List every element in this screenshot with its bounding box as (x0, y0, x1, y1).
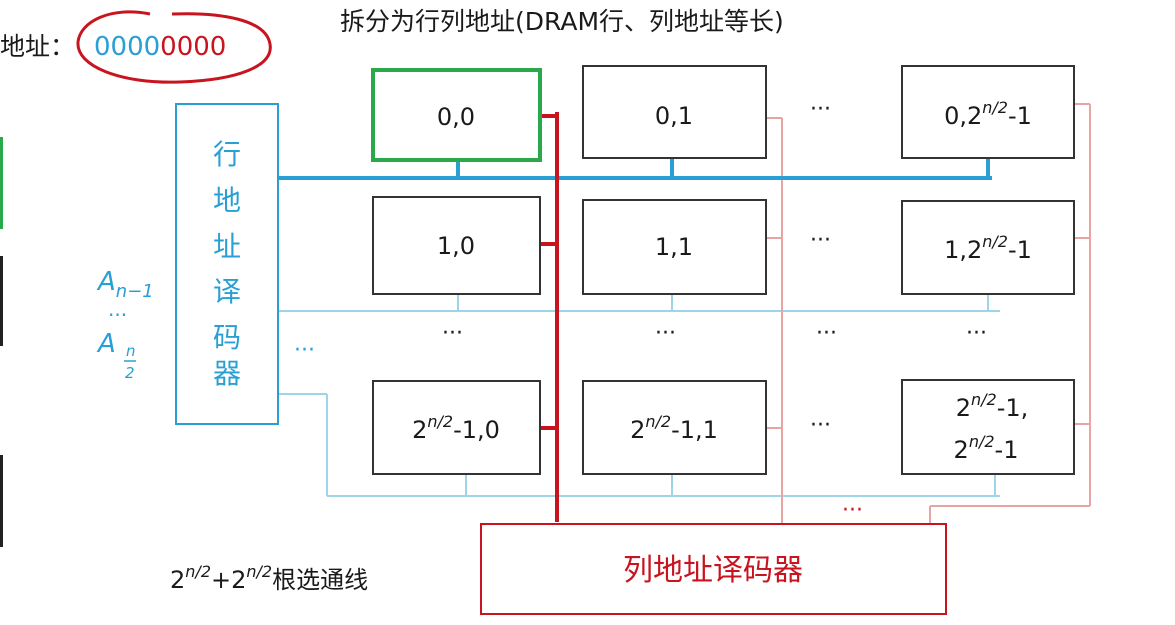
cell-0-1-label: 0,1 (655, 102, 693, 130)
svg-text:址: 址 (213, 230, 241, 263)
cell-1-0-label: 1,0 (437, 232, 475, 260)
col-address-bits: 0000 (160, 32, 226, 62)
cell-0-0-label: 0,0 (437, 103, 475, 131)
selected-column-line (540, 112, 559, 522)
cell-last-last-line1: 2n/2-1, (956, 390, 1029, 422)
svg-text:···: ··· (108, 303, 127, 327)
cell-1-0 (372, 196, 541, 295)
thin-row-lines (278, 294, 1000, 497)
cell-0-1 (582, 65, 767, 159)
left-edge-dark-bar-2 (0, 455, 3, 547)
svg-text:A: A (96, 329, 116, 359)
svg-text:行: 行 (213, 138, 241, 171)
cell-last-1 (582, 380, 767, 475)
cell-1-last-label: 1,2n/2-1 (944, 232, 1032, 264)
svg-text:···: ··· (655, 321, 676, 346)
row-address-bits: 0000 (94, 32, 160, 62)
column-decoder-label: 列地址译码器 (623, 553, 803, 588)
row-dots-blue: ··· (294, 338, 315, 363)
selected-row-line (278, 158, 992, 180)
cell-last-0-label: 2n/2-1,0 (412, 412, 500, 444)
address-label: 地址： (0, 32, 75, 61)
cell-0-0 (371, 68, 542, 162)
row-address-decoder (175, 103, 279, 425)
cell-last-last (901, 379, 1075, 475)
left-edge-dark-bar-1 (0, 256, 3, 346)
svg-text:···: ··· (442, 321, 463, 346)
cell-1-1 (582, 199, 767, 295)
row-address-input-label: An−1 ··· A n 2 (96, 267, 154, 382)
svg-text:n: n (126, 342, 136, 360)
middle-dots-row: ··· ··· ··· ··· (442, 321, 987, 346)
address-bits: 00000000 (94, 32, 226, 62)
select-lines-caption: 2n/2+2n/2根选通线 (170, 562, 368, 594)
page-title: 拆分为行列地址(DRAM行、列地址等长) (340, 7, 784, 36)
svg-text:地: 地 (213, 184, 241, 217)
column-address-decoder (480, 523, 947, 615)
left-edge-green-bar (0, 137, 3, 229)
cell-1-last (901, 200, 1075, 295)
cell-0-last (901, 65, 1075, 159)
cell-last-last-line2: 2n/2-1 (954, 432, 1019, 464)
thin-column-lines (766, 103, 1091, 526)
address-circle-annotation (76, 10, 272, 84)
row0-dots: ··· (810, 97, 831, 122)
svg-text:2: 2 (125, 364, 135, 382)
svg-text:器: 器 (213, 357, 241, 390)
svg-text:···: ··· (816, 321, 837, 346)
svg-text:码: 码 (213, 321, 241, 354)
cell-last-1-label: 2n/2-1,1 (630, 412, 718, 444)
cell-last-0 (372, 380, 541, 475)
svg-text:···: ··· (966, 321, 987, 346)
cell-0-last-label: 0,2n/2-1 (944, 98, 1032, 130)
svg-text:译: 译 (213, 275, 241, 308)
row1-dots: ··· (810, 228, 831, 253)
cell-1-1-label: 1,1 (655, 233, 693, 261)
column-dots-red: ··· (842, 498, 863, 523)
row-decoder-label: 行 地 址 译 码 器 (213, 138, 241, 390)
last-row-dots: ··· (810, 413, 831, 438)
svg-text:An−1: An−1 (96, 267, 154, 302)
